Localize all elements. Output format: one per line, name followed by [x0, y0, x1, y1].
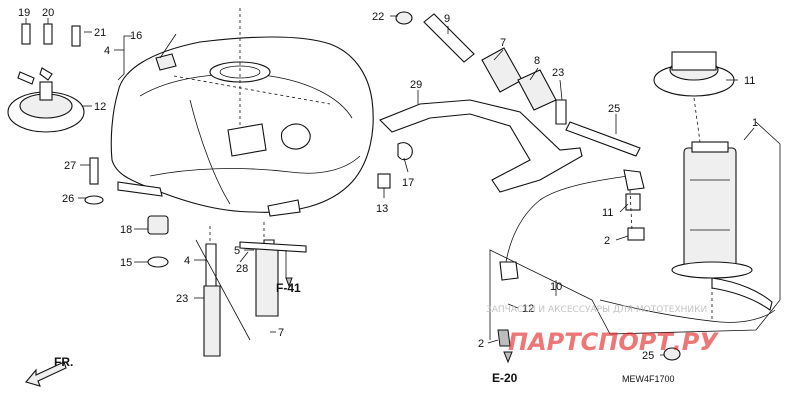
- callout-10: 11: [744, 75, 755, 87]
- callout-9: 10: [550, 281, 562, 293]
- callout-15: 15: [120, 257, 132, 269]
- fuel-hose: [497, 169, 645, 347]
- front-label: FR.: [54, 355, 73, 369]
- callout-2: 2: [478, 338, 484, 350]
- callout-29: 29: [410, 79, 422, 91]
- callout-16: 16: [130, 30, 142, 42]
- callout-28: 28: [236, 263, 248, 275]
- callout-11: 12: [522, 303, 534, 315]
- callout-4: 4: [104, 45, 110, 57]
- callout-13: 13: [376, 203, 388, 215]
- arrow-e20: [503, 351, 513, 364]
- watermark-logo: ПАРТСПОРТ.РУ: [508, 328, 719, 356]
- fasteners: [21, 11, 681, 361]
- callout-19: 21: [94, 27, 106, 39]
- callout-19: 20: [42, 7, 54, 19]
- fuel-cap: [7, 67, 85, 133]
- leader-lines: [25, 15, 755, 356]
- tank-bracket: [379, 99, 583, 193]
- callout-5: 7: [278, 327, 284, 339]
- pump-flange: [653, 51, 735, 97]
- callout-22: 25: [642, 350, 654, 362]
- callout-7: 7: [500, 37, 506, 49]
- diagram-code: MEW4F1700: [622, 374, 675, 384]
- callout-4: 5: [234, 245, 240, 257]
- watermark: ЗАПЧАСТИ И АКСЕССУАРЫ ДЛЯ МОТОТЕХНИКИ ПА…: [486, 305, 719, 356]
- callout-18: 18: [120, 224, 132, 236]
- callout-19: 19: [18, 7, 30, 19]
- callout-2: 2: [604, 235, 610, 247]
- front-arrow: FR.: [25, 355, 73, 387]
- callout-labels: 19 20 21 16 4 12 27 26 18 15 4 5 28 23 7…: [18, 7, 758, 362]
- watermark-tagline: ЗАПЧАСТИ И АКСЕССУАРЫ ДЛЯ МОТОТЕХНИКИ: [486, 305, 707, 315]
- callout-17: 17: [402, 177, 414, 189]
- reference-e20: E-20: [492, 371, 518, 385]
- callout-3: 4: [184, 255, 190, 267]
- callout-25: 23: [176, 293, 188, 305]
- callout-26: 25: [608, 103, 620, 115]
- fuel-tank: [110, 36, 374, 217]
- reference-marks: F-41 E-20 FR. MEW4F1700: [25, 277, 675, 387]
- callout-21: 23: [552, 67, 564, 79]
- fuel-pump-assembly: [599, 141, 776, 323]
- callout-12: 12: [94, 101, 106, 113]
- group-brackets: [195, 121, 781, 341]
- callout-8: 9: [444, 13, 450, 25]
- reference-f41: F-41: [276, 281, 301, 295]
- hoses-and-filters: [203, 13, 557, 357]
- callout-11: 11: [602, 207, 613, 219]
- callout-20: 22: [372, 11, 384, 23]
- callout-7: 8: [534, 55, 540, 67]
- callout-23: 26: [62, 193, 74, 205]
- arrow-f41: [285, 277, 293, 288]
- callout-27: 27: [64, 160, 76, 172]
- callout-1: 1: [752, 117, 758, 129]
- dashed-guides: [173, 8, 713, 322]
